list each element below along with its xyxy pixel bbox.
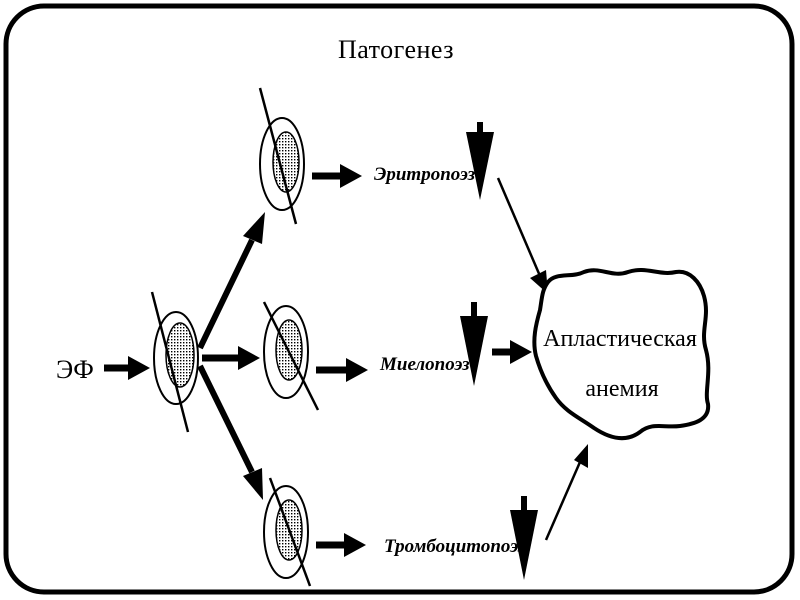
result-node-aplastic-anemia: Апластическая анемия — [532, 268, 711, 441]
diagram-title: Патогенез — [338, 35, 454, 64]
diagram-frame — [3, 3, 795, 595]
erythroid-progenitor-cell — [258, 87, 305, 225]
arrow-erythroid-to-erythropoiesis — [312, 164, 362, 188]
arrow-stem-to-myeloid — [202, 346, 260, 370]
arrow-ef-to-stem-cell — [104, 356, 150, 380]
arrow-stem-to-megakaryocyte — [197, 364, 263, 500]
process-label-thrombopoiesis: Тромбоцитопоэз — [384, 536, 526, 557]
decrease-arrow-icon — [466, 122, 494, 200]
result-label-line2: анемия — [585, 376, 658, 402]
arrow-megakaryocyte-to-thrombopoiesis — [316, 533, 366, 557]
arrow-stem-to-erythroid — [197, 212, 265, 350]
megakaryocyte-progenitor-cell — [263, 477, 312, 587]
decrease-arrow-icon — [460, 302, 488, 386]
ef-label: ЭФ — [56, 355, 94, 384]
arrow-myeloid-to-myelopoiesis — [316, 358, 368, 382]
result-label-line1: Апластическая — [543, 326, 697, 352]
myeloid-progenitor-cell — [262, 301, 320, 411]
stem-cell — [150, 291, 199, 433]
process-label-erythropoiesis: Эритропоэз — [374, 164, 476, 185]
arrow-myelopoiesis-to-anemia — [492, 340, 532, 364]
decrease-arrow-icon — [510, 496, 538, 580]
arrow-thrombopoiesis-to-anemia — [544, 444, 588, 541]
process-label-myelopoiesis: Миелопоэз — [379, 354, 470, 375]
